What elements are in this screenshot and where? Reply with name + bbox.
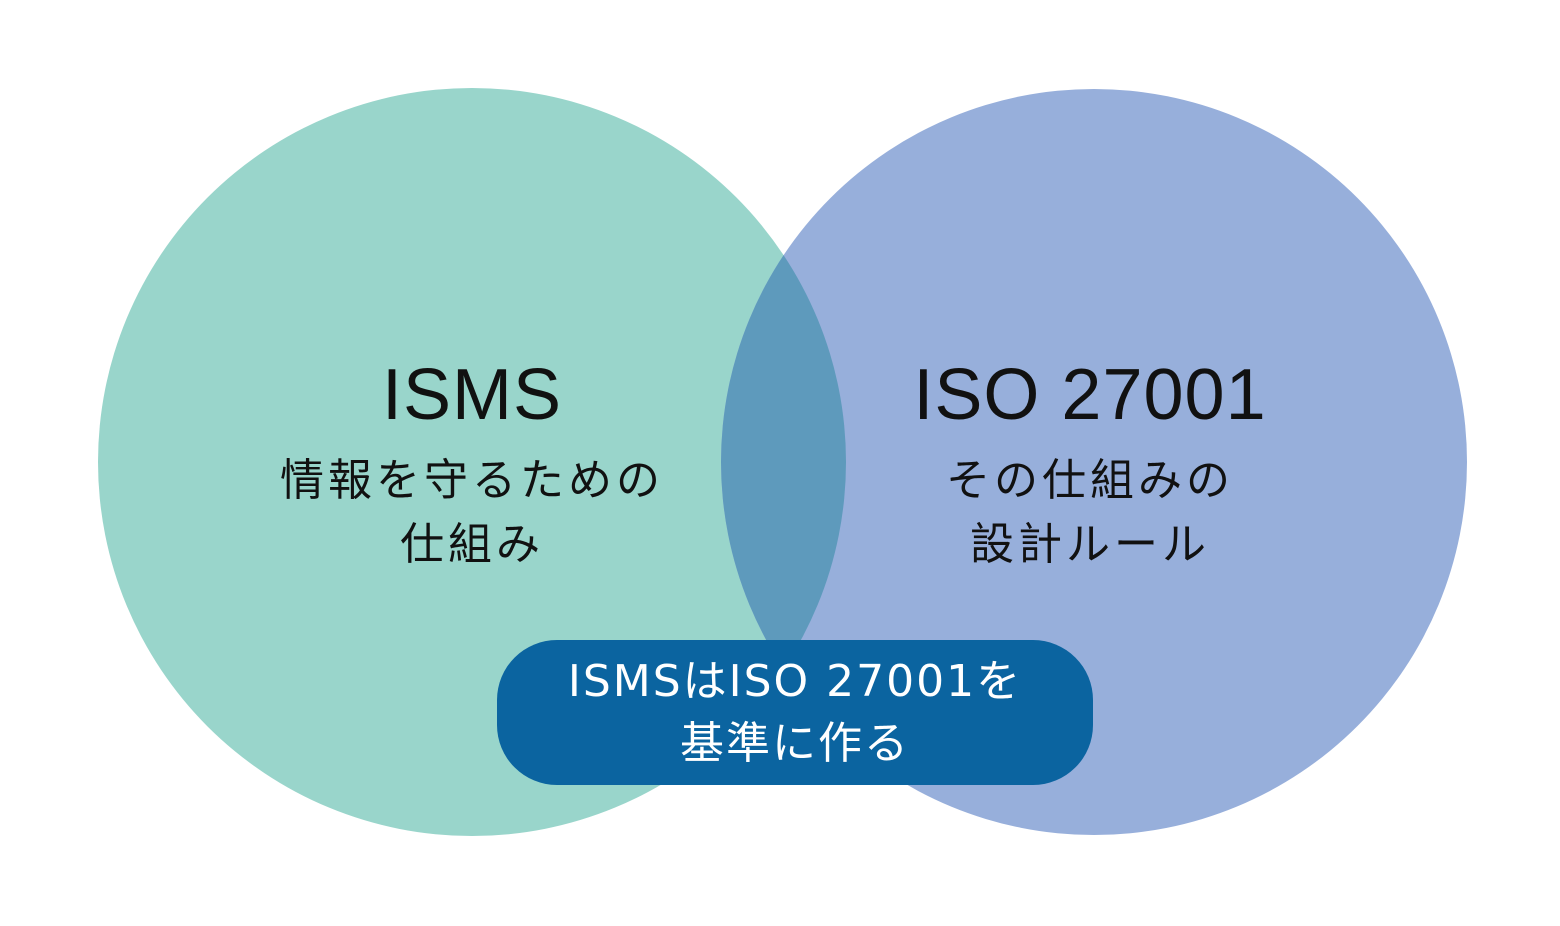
- isms-description-line1: 情報を守るための: [280, 455, 664, 506]
- iso27001-description-line2: 設計ルール: [970, 519, 1210, 570]
- isms-description-line2: 仕組み: [400, 519, 544, 570]
- callout-line2: 基準に作る: [680, 717, 910, 769]
- relationship-callout: ISMSはISO 27001を 基準に作る: [497, 640, 1093, 785]
- iso27001-title: ISO 27001: [913, 355, 1267, 435]
- iso27001-description-line1: その仕組みの: [946, 455, 1234, 506]
- isms-label-group: ISMS 情報を守るための 仕組み: [222, 355, 722, 577]
- callout-line1: ISMSはISO 27001を: [567, 655, 1023, 707]
- isms-title: ISMS: [381, 355, 563, 435]
- iso27001-label-group: ISO 27001 その仕組みの 設計ルール: [840, 355, 1340, 577]
